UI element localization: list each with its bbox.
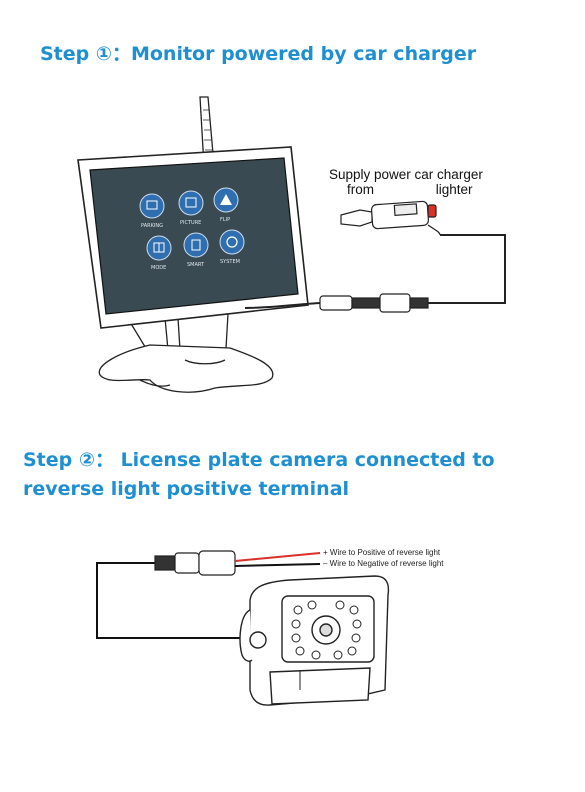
charger-tip-red [427,204,437,218]
menu-label-flip: FLIP [220,217,230,223]
charger-cable [428,234,506,304]
parking-icon [139,193,165,219]
monitor-stand-icon [98,313,274,393]
car-charger-icon [340,200,441,236]
menu-label-system: SYSTEM [220,259,240,265]
wire-negative-label: – Wire to Negative of reverse light [323,559,444,568]
menu-label-picture: PICTURE [180,220,201,226]
menu-label-smart: SMART [187,262,205,268]
smart-icon [183,232,209,258]
wire-positive-label: + Wire to Positive of reverse light [323,548,441,557]
power-connector-icon [319,293,429,313]
power-cable [244,302,321,309]
step1-title: Step ①：Monitor powered by car charger [40,43,477,65]
monitor-icon: PARKING PICTURE FLIP MODE SMART SYSTEM [77,146,309,329]
charger-caption: Supply power car charger from lighter [329,167,483,197]
menu-label-mode: MODE [151,265,166,271]
system-icon [219,229,245,255]
step2-title: Step ②： License plate camera connected t… [23,449,495,500]
caption-line1: Supply power car charger [329,167,483,182]
caption-from: from [347,182,374,197]
picture-icon [178,190,204,216]
caption-lighter: lighter [435,182,473,197]
menu-label-parking: PARKING [141,223,163,229]
